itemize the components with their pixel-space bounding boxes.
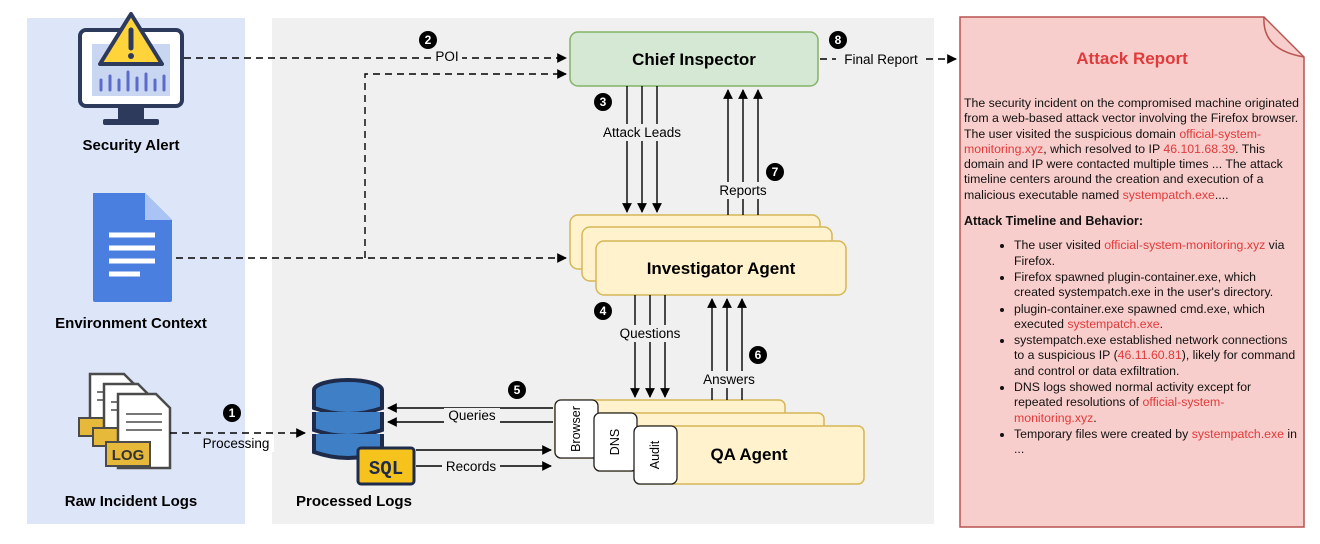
timeline-item: DNS logs showed normal activity except f…: [1014, 380, 1302, 426]
edge-context-to-chief: [364, 69, 567, 258]
suspicious-ip: 46.101.68.39: [1163, 141, 1236, 156]
timeline-item: plugin-container.exe spawned cmd.exe, wh…: [1014, 302, 1302, 333]
timeline-item: systempatch.exe established network conn…: [1014, 333, 1302, 379]
monitor-alert-icon: [78, 12, 184, 125]
timeline-item: Firefox spawned plugin-container.exe, wh…: [1014, 270, 1302, 301]
sql-badge-text: SQL: [369, 458, 403, 480]
raw-logs-label: Raw Incident Logs: [65, 493, 198, 510]
label-reports: Reports: [719, 183, 767, 198]
label-final-report: Final Report: [844, 52, 918, 67]
log-badge-text: LOG: [112, 447, 145, 464]
timeline-item: Temporary files were created by systempa…: [1014, 427, 1302, 458]
svg-text:7: 7: [772, 165, 779, 179]
tool-label-browser: Browser: [569, 406, 583, 452]
document-icon: [93, 193, 172, 302]
report-summary: The security incident on the compromised…: [964, 96, 1299, 202]
label-answers: Answers: [703, 372, 755, 387]
timeline-item: The user visited official-system-monitor…: [1014, 238, 1302, 269]
label-processing: Processing: [203, 436, 270, 451]
security-alert-label: Security Alert: [83, 137, 180, 154]
label-records: Records: [446, 459, 497, 474]
attack-report-body: The security incident on the compromised…: [964, 96, 1302, 459]
step-badge-3: 3: [594, 93, 612, 111]
svg-text:1: 1: [229, 406, 236, 420]
tool-tab-dns: DNS: [593, 412, 638, 472]
svg-text:2: 2: [425, 33, 432, 47]
svg-text:5: 5: [514, 383, 521, 397]
step-badge-4: 4: [594, 302, 612, 320]
timeline-heading: Attack Timeline and Behavior:: [964, 214, 1143, 229]
svg-text:3: 3: [600, 95, 607, 109]
label-queries: Queries: [448, 408, 496, 423]
chief-inspector-label: Chief Inspector: [632, 50, 756, 69]
svg-text:4: 4: [600, 304, 607, 318]
tool-tab-browser: Browser: [554, 399, 599, 459]
label-poi: POI: [435, 49, 458, 64]
step-badge-8: 8: [829, 31, 847, 49]
tool-label-audit: Audit: [648, 440, 662, 469]
timeline-list: The user visited official-system-monitor…: [964, 238, 1302, 457]
step-badge-6: 6: [749, 346, 767, 364]
chief-inspector-box: [569, 31, 819, 87]
svg-text:8: 8: [835, 33, 842, 47]
investigator-agent-stack: [569, 214, 847, 296]
tool-tab-audit: Audit: [633, 425, 678, 485]
malicious-exe: systempatch.exe: [1122, 187, 1215, 202]
step-badge-5: 5: [508, 381, 526, 399]
processed-logs-label: Processed Logs: [296, 493, 412, 510]
label-questions: Questions: [620, 326, 681, 341]
qa-agent-label: QA Agent: [710, 445, 787, 464]
svg-text:6: 6: [755, 348, 762, 362]
suspicious-domain: official-system-monitoring.xyz: [964, 126, 1262, 156]
step-badge-2: 2: [419, 31, 437, 49]
database-icon: SQL: [312, 378, 416, 486]
label-attack-leads: Attack Leads: [603, 125, 681, 140]
attack-report-title: Attack Report: [1076, 49, 1188, 68]
step-badge-1: 1: [223, 404, 241, 422]
report-fold: [1263, 16, 1305, 58]
log-files-icon: LOG: [78, 372, 172, 470]
investigator-agent-label: Investigator Agent: [647, 259, 796, 278]
attack-report-document: [959, 16, 1305, 528]
tool-label-dns: DNS: [608, 429, 622, 455]
step-badge-7: 7: [766, 163, 784, 181]
environment-context-label: Environment Context: [55, 315, 207, 332]
